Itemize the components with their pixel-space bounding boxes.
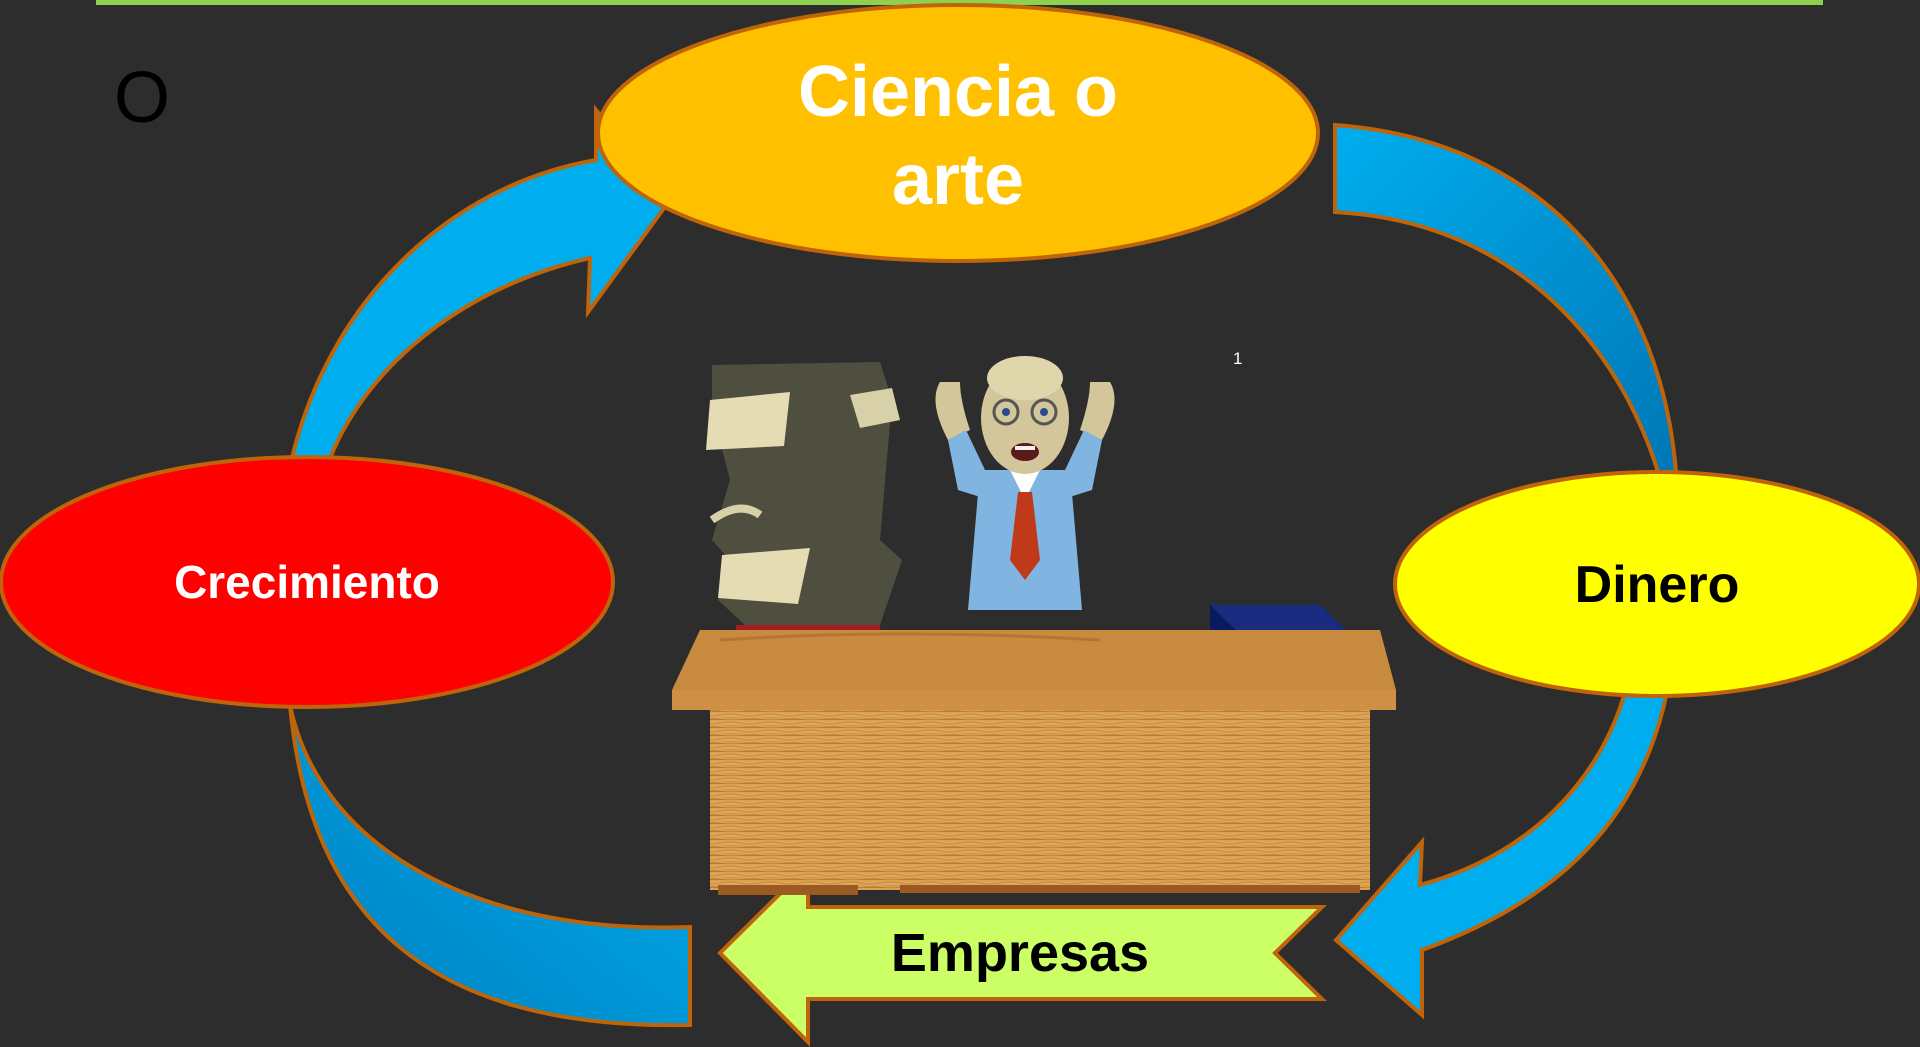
node-ciencia-label-line2: arte [892, 140, 1024, 220]
node-crecimiento-label: Crecimiento [174, 556, 440, 608]
node-ciencia-o-arte: Ciencia o arte [596, 3, 1320, 263]
node-crecimiento: Crecimiento [0, 455, 615, 709]
node-ciencia-label-line1: Ciencia o [798, 52, 1118, 132]
footnote-number: 1 [1233, 349, 1243, 368]
arrow-left-bottom [288, 704, 692, 1028]
desk [672, 630, 1396, 895]
node-dinero: Dinero [1393, 470, 1920, 698]
top-accent-bar [96, 0, 1823, 5]
bullet-text: O [114, 58, 171, 138]
node-empresas-label: Empresas [891, 923, 1149, 983]
office-worker-illustration [672, 356, 1396, 895]
arrow-right-bottom [1333, 690, 1670, 1020]
node-empresas: Empresas [717, 861, 1327, 1047]
arrow-left-top [289, 104, 673, 460]
arrow-right-top [1333, 122, 1679, 474]
node-dinero-label: Dinero [1575, 556, 1740, 614]
person-figure [935, 356, 1115, 610]
